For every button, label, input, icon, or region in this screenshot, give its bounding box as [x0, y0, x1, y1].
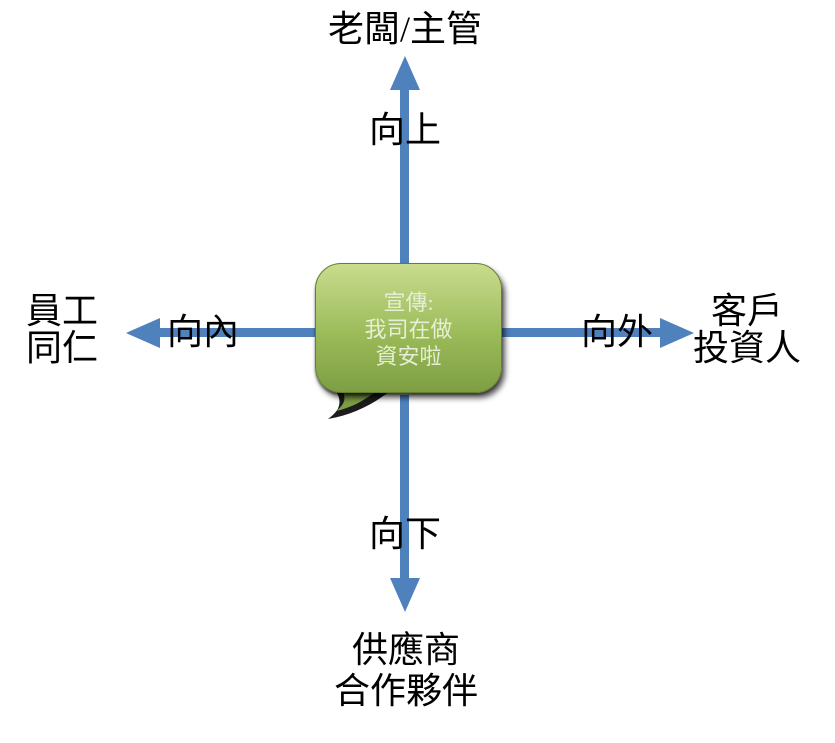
up-arrowhead-icon — [390, 56, 420, 90]
colleagues-text: 同仁 — [25, 328, 99, 368]
investors-text: 投資人 — [692, 328, 802, 368]
direction-right-label: 向外 — [580, 312, 654, 352]
direction-left-label: 向內 — [166, 312, 240, 352]
boss-supervisor-label: 老闆/主管 — [328, 10, 482, 48]
down-arrowhead-icon — [390, 578, 420, 612]
right-arrow-shaft — [500, 328, 661, 337]
customers-investors-label: 客戶 投資人 — [693, 293, 801, 367]
employees-text: 員工 — [25, 291, 99, 331]
center-speech-bubble: 宣傳: 我司在做 資安啦 — [315, 263, 502, 393]
customers-text: 客戶 — [710, 291, 784, 331]
up-arrow-shaft — [400, 88, 409, 265]
suppliers-partners-label: 供應商 合作夥伴 — [334, 630, 478, 712]
boss-supervisor-text: 老闆/主管 — [327, 9, 483, 49]
bubble-text-line2: 我司在做 — [364, 316, 453, 342]
partners-text: 合作夥伴 — [333, 671, 479, 711]
speech-bubble-tail-icon — [328, 390, 390, 419]
employees-colleagues-label: 員工 同仁 — [26, 293, 98, 367]
suppliers-text: 供應商 — [351, 630, 461, 670]
left-arrow-shaft — [159, 328, 317, 337]
bubble-text-line3: 資安啦 — [375, 343, 442, 369]
direction-up-label: 向上 — [368, 110, 442, 150]
direction-down-label: 向下 — [368, 514, 442, 554]
bubble-text-line1: 宣傳: — [383, 289, 434, 315]
down-arrow-shaft — [400, 395, 409, 579]
right-arrowhead-icon — [660, 318, 694, 348]
left-arrowhead-icon — [126, 318, 160, 348]
